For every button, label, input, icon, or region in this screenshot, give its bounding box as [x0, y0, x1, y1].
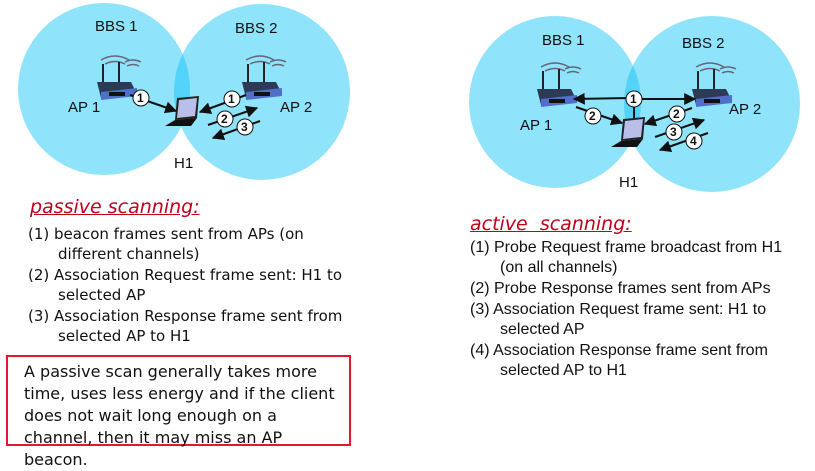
step-badge: 3 [236, 118, 254, 136]
svg-text:4: 4 [690, 134, 697, 148]
list-item: (1) beacon frames sent from APs (on diff… [28, 225, 304, 263]
step-badge: 1 [625, 90, 643, 108]
list-item: (3) Association Request frame sent: H1 t… [470, 301, 767, 338]
svg-text:3: 3 [670, 125, 677, 139]
step-badge: 1 [132, 89, 150, 107]
step-badge: 2 [668, 105, 686, 123]
list-item: (3) Association Response frame sent from… [28, 307, 343, 345]
active-steps-list: (1) Probe Request frame broadcast from H… [470, 238, 790, 382]
h1-label: H1 [619, 174, 638, 191]
bbs2-label: BBS 2 [235, 20, 278, 37]
h1-label: H1 [174, 155, 193, 172]
svg-text:1: 1 [630, 92, 637, 106]
passive-scanning-heading: passive scanning: [30, 196, 200, 218]
bbs2-label: BBS 2 [682, 35, 725, 52]
step-badge: 3 [665, 123, 683, 141]
list-item: (2) Association Request frame sent: H1 t… [28, 266, 343, 304]
list-item: (2) Probe Response frames sent from APs [470, 280, 771, 297]
svg-text:2: 2 [673, 107, 680, 121]
bbs1-label: BBS 1 [542, 32, 585, 49]
step-badge: 4 [685, 132, 703, 150]
svg-text:1: 1 [228, 92, 235, 106]
passive-diagram: BBS 1 BBS 2 AP 1 AP 2 H1 1 1 2 3 [18, 3, 350, 180]
svg-text:3: 3 [241, 120, 248, 134]
svg-text:2: 2 [221, 112, 228, 126]
ap1-label: AP 1 [520, 117, 552, 134]
active-scanning-heading: active scanning: [470, 213, 632, 235]
list-item: (4) Association Response frame sent from… [470, 342, 768, 379]
svg-text:1: 1 [137, 91, 144, 105]
diagrams: BBS 1 BBS 2 AP 1 AP 2 H1 1 1 2 3 BBS 1 B… [18, 3, 800, 192]
passive-scan-note: A passive scan generally takes more time… [6, 355, 351, 469]
passive-steps-list: (1) beacon frames sent from APs (on diff… [28, 224, 348, 347]
svg-text:2: 2 [589, 109, 596, 123]
list-item: (1) Probe Request frame broadcast from H… [470, 239, 783, 276]
active-diagram: BBS 1 BBS 2 AP 1 AP 2 H1 1 2 2 3 4 [469, 16, 800, 192]
step-badge: 2 [584, 107, 602, 125]
step-badge: 1 [223, 90, 241, 108]
step-badge: 2 [216, 110, 234, 128]
ap1-label: AP 1 [68, 99, 100, 116]
ap2-label: AP 2 [729, 101, 761, 118]
bbs1-label: BBS 1 [95, 18, 138, 35]
ap2-label: AP 2 [280, 99, 312, 116]
